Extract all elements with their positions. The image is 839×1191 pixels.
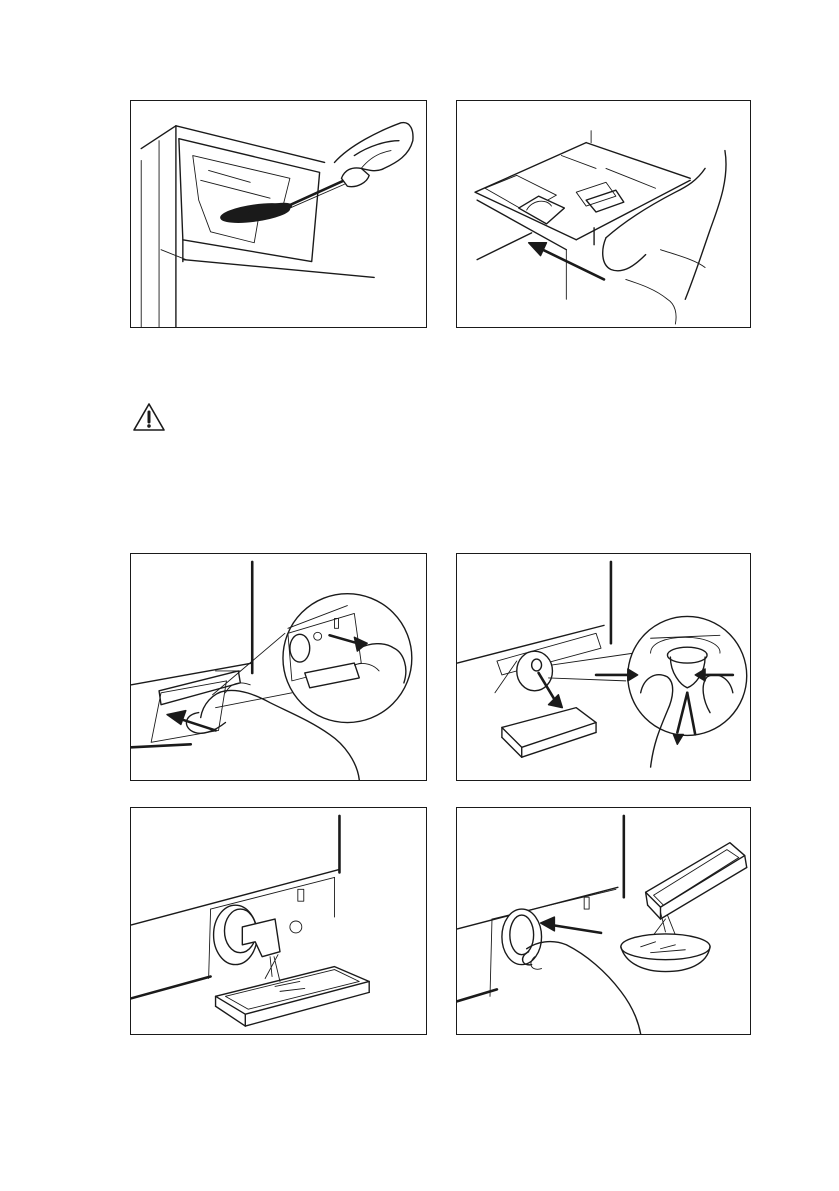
figure-release-hose bbox=[456, 553, 751, 781]
unscrew-filter-drain-illustration bbox=[131, 808, 426, 1034]
figure-brush-dispenser bbox=[130, 100, 427, 328]
brush-cleaning-dispenser-illustration bbox=[131, 101, 426, 327]
figure-insert-drawer bbox=[456, 100, 751, 328]
figure-unscrew-filter bbox=[130, 807, 427, 1035]
figure-refit-filter bbox=[456, 807, 751, 1035]
insert-dispenser-drawer-illustration bbox=[457, 101, 750, 327]
figure-open-flap bbox=[130, 553, 427, 781]
release-drain-hose-illustration bbox=[457, 554, 750, 780]
open-filter-flap-illustration bbox=[131, 554, 426, 780]
clean-filter-refit-illustration bbox=[457, 808, 750, 1034]
warning-triangle-icon bbox=[132, 401, 166, 433]
